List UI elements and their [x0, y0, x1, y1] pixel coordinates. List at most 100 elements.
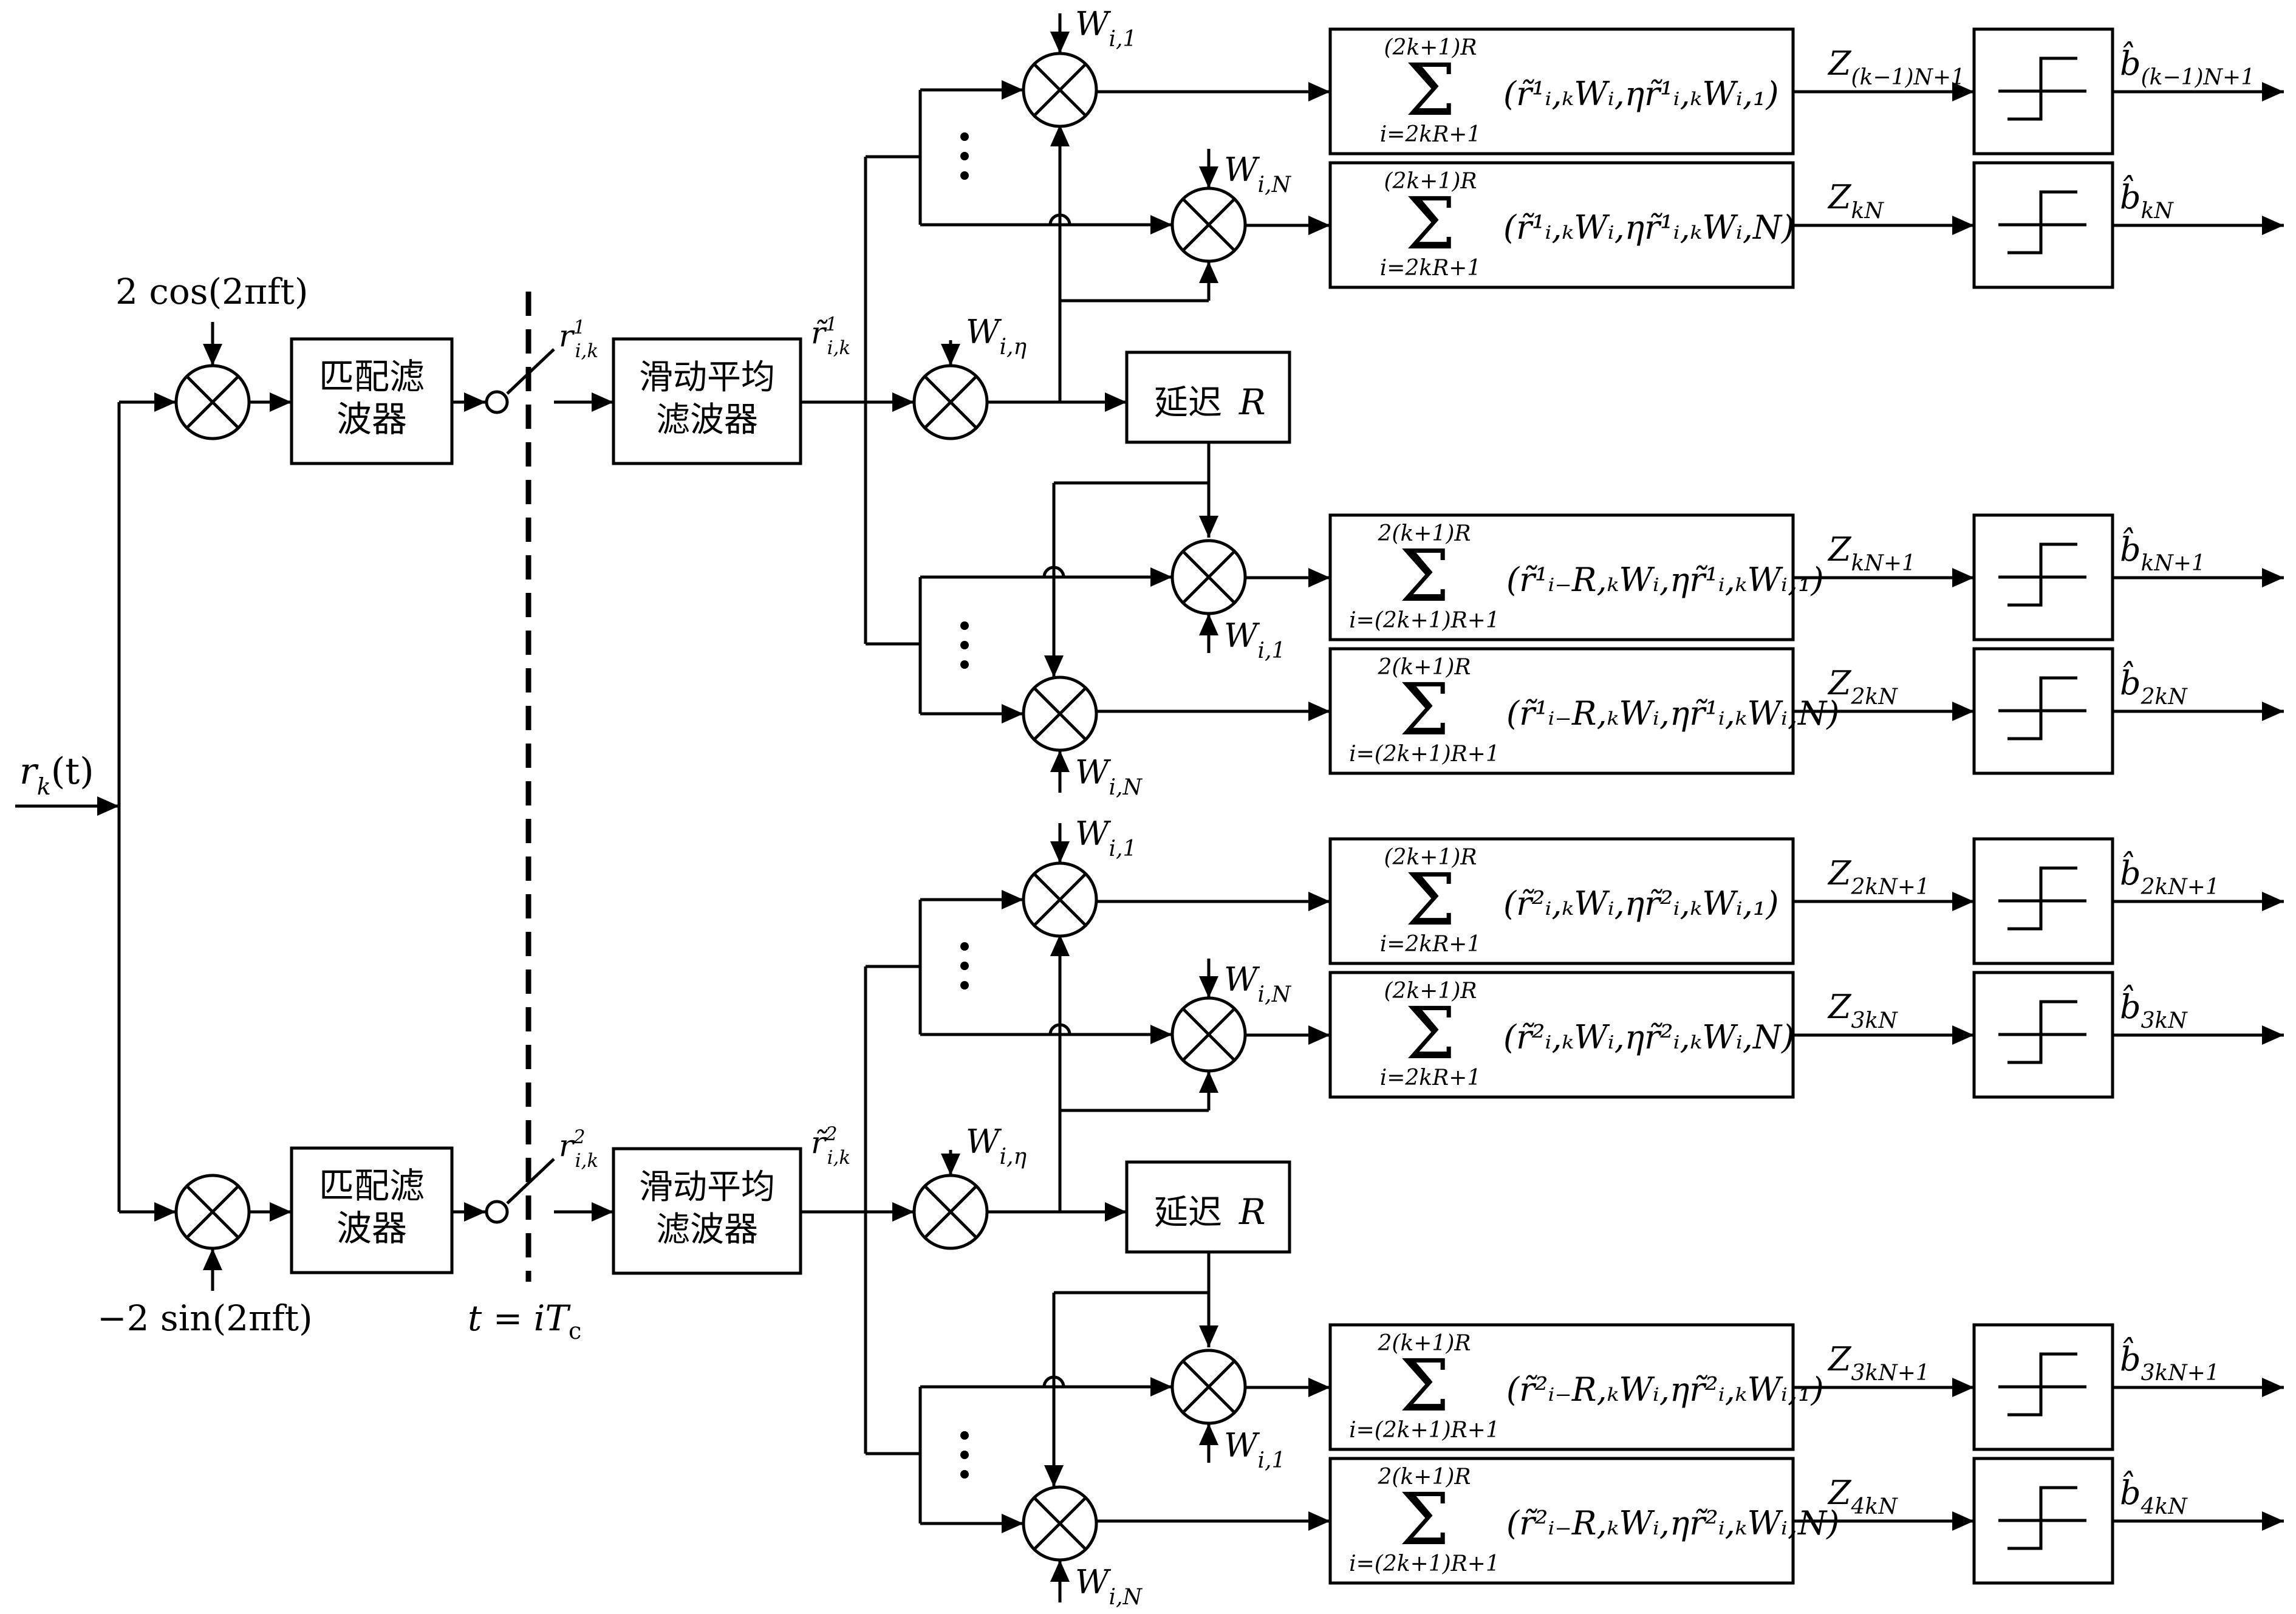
sampler-contact-lower: [485, 1200, 509, 1224]
mixer-eta-2: [912, 1174, 989, 1250]
mixer-wN-upper-2: [1170, 996, 1247, 1073]
summation-box: [1328, 971, 1795, 1099]
mixer-wN-lower-2: [1022, 1485, 1098, 1562]
weight-w1-lower-2: Wi,1: [1224, 1426, 1285, 1473]
input-signal-label: rk(t): [19, 750, 94, 800]
b-hat-label: b̂4kN: [2120, 1470, 2188, 1519]
front-end: rk(t) 2 cos(2πft) −2 sin(2πft): [15, 271, 613, 1344]
decision-slicer: [1972, 161, 2114, 289]
weight-w1-upper-2: Wi,1: [1075, 815, 1136, 861]
svg-text:波器: 波器: [337, 1208, 407, 1249]
mixer-w1-lower-1: [1170, 539, 1247, 615]
input-arrow: [97, 796, 119, 816]
svg-text:滤波器: 滤波器: [656, 1210, 758, 1250]
b-hat-label: b̂3kN+1: [2120, 1336, 2219, 1386]
sum-upper-limit: (2k+1)R: [1384, 169, 1477, 194]
b-hat-label: b̂kN+1: [2120, 527, 2205, 576]
sigma-symbol: Σ: [1399, 1477, 1449, 1561]
sum-lower-limit: i=(2k+1)R+1: [1349, 742, 1500, 767]
summation-box: [1328, 513, 1795, 641]
sigma-symbol: Σ: [1399, 1344, 1449, 1428]
sum-lower-limit: i=(2k+1)R+1: [1349, 1418, 1500, 1443]
sum-lower-limit: i=2kR+1: [1380, 932, 1481, 957]
sum-expression: (r̃¹ᵢ,ₖWᵢ,ηr̃¹ᵢ,ₖWᵢ,₁): [1503, 75, 1779, 113]
sigma-symbol: Σ: [1405, 182, 1455, 265]
weight-wN-lower-2: Wi,N: [1075, 1563, 1143, 1610]
b-hat-label: b̂kN: [2120, 174, 2174, 224]
decision-slicer: [1972, 971, 2114, 1099]
sum-expression: (r̃²ᵢ₋R,ₖWᵢ,ηr̃²ᵢ,ₖWᵢ,N): [1506, 1504, 1839, 1542]
z-label: Z3kN: [1827, 988, 1898, 1033]
sum-expression: (r̃²ᵢ,ₖWᵢ,ηr̃²ᵢ,ₖWᵢ,₁): [1503, 884, 1779, 923]
decision-slicer: [1972, 513, 2114, 641]
sum-upper-limit: 2(k+1)R: [1378, 1465, 1471, 1489]
sum-upper-limit: 2(k+1)R: [1378, 1331, 1471, 1356]
decision-slicer: [1972, 1457, 2114, 1585]
z-label: Z(k−1)N+1: [1827, 44, 1965, 90]
z-label: ZkN: [1827, 178, 1884, 224]
mixer-w1-upper-2: [1022, 861, 1098, 938]
z-label: Z3kN+1: [1827, 1340, 1930, 1386]
weight-w1-lower-1: Wi,1: [1224, 617, 1285, 663]
mixer-wN-lower-1: [1022, 675, 1098, 752]
carrier-sin-label: −2 sin(2πft): [97, 1298, 313, 1339]
sum-lower-limit: i=2kR+1: [1380, 1065, 1481, 1090]
output-row-2-3: Σ2(k+1)R i=(2k+1)R+1(r̃²ᵢ₋R,ₖWᵢ,ηr̃²ᵢ,ₖWᵢ…: [1245, 1323, 2284, 1451]
sum-expression: (r̃¹ᵢ₋R,ₖWᵢ,ηr̃¹ᵢ,ₖWᵢ,N): [1506, 694, 1839, 733]
weight-eta-label-1: Wi,η: [966, 313, 1027, 360]
svg-text:滤波器: 滤波器: [656, 400, 758, 440]
decision-slicer: [1972, 27, 2114, 156]
output-row-1-1: Σ(2k+1)Ri=2kR+1(r̃¹ᵢ,ₖWᵢ,ηr̃¹ᵢ,ₖWᵢ,₁)Z(k…: [1096, 27, 2284, 156]
mixer-sin: [174, 1174, 251, 1250]
z-label: Z2kN+1: [1827, 854, 1930, 900]
output-row-2-4: Σ2(k+1)Ri=(2k+1)R+1(r̃²ᵢ₋R,ₖWᵢ,ηr̃²ᵢ,ₖWᵢ…: [1096, 1457, 2284, 1585]
sigma-symbol: Σ: [1399, 668, 1449, 751]
sum-expression: (r̃²ᵢ,ₖWᵢ,ηr̃²ᵢ,ₖWᵢ,N): [1503, 1018, 1794, 1056]
sum-upper-limit: 2(k+1)R: [1378, 655, 1471, 680]
svg-text:延迟: 延迟: [1154, 1193, 1222, 1233]
weight-wN-lower-1: Wi,N: [1075, 753, 1143, 800]
svg-text:延迟: 延迟: [1154, 383, 1222, 423]
sum-upper-limit: (2k+1)R: [1384, 979, 1477, 1004]
svg-text:匹配滤: 匹配滤: [319, 1165, 425, 1206]
sigma-symbol: Σ: [1405, 48, 1455, 132]
svg-text:滑动平均: 滑动平均: [639, 358, 775, 397]
sum-upper-limit: (2k+1)R: [1384, 845, 1477, 870]
output-row-1-3: Σ2(k+1)Ri=(2k+1)R+1(r̃¹ᵢ₋R,ₖWᵢ,ηr̃¹ᵢ,ₖWᵢ…: [1245, 513, 2284, 641]
z-label: Z4kN: [1827, 1474, 1898, 1519]
sigma-symbol: Σ: [1405, 858, 1455, 942]
sampler-contact-upper: [485, 390, 509, 414]
decision-slicer: [1972, 1323, 2114, 1451]
sum-expression: (r̃²ᵢ₋R,ₖWᵢ,ηr̃²ᵢ,ₖWᵢ,₁): [1506, 1370, 1824, 1409]
svg-text:滑动平均: 滑动平均: [639, 1168, 775, 1207]
sum-expression: (r̃¹ᵢ,ₖWᵢ,ηr̃¹ᵢ,ₖWᵢ,N): [1503, 208, 1794, 247]
sum-lower-limit: i=2kR+1: [1380, 256, 1481, 281]
matched-filter-lower: 匹配滤 波器: [290, 1146, 454, 1274]
svg-text:匹配滤: 匹配滤: [319, 356, 425, 397]
sum-upper-limit: 2(k+1)R: [1378, 521, 1471, 546]
matched-filter-upper: 匹配滤 波器: [290, 337, 454, 465]
summation-box: [1328, 27, 1795, 156]
output-row-2-1: Σ(2k+1)R i=2kR+1 (r̃²ᵢ,ₖWᵢ,ηr̃²ᵢ,ₖWᵢ,₁) Z2k…: [1096, 837, 2284, 965]
sum-upper-limit: (2k+1)R: [1384, 35, 1477, 60]
mixer-cos: [174, 364, 251, 440]
weight-wN-upper-2: Wi,N: [1224, 960, 1291, 1007]
summation-box: [1328, 837, 1795, 965]
decision-slicer: [1972, 837, 2114, 965]
mixer-wN-upper-1: [1170, 186, 1247, 263]
weight-eta-label-2: Wi,η: [966, 1123, 1027, 1169]
output-row-1-4: Σ2(k+1)R i=(2k+1)R+1(r̃¹ᵢ₋R,ₖWᵢ,ηr̃¹ᵢ,ₖWᵢ…: [1096, 647, 2284, 775]
decision-slicer: [1972, 647, 2114, 775]
b-hat-label: b̂2kN: [2120, 660, 2188, 710]
